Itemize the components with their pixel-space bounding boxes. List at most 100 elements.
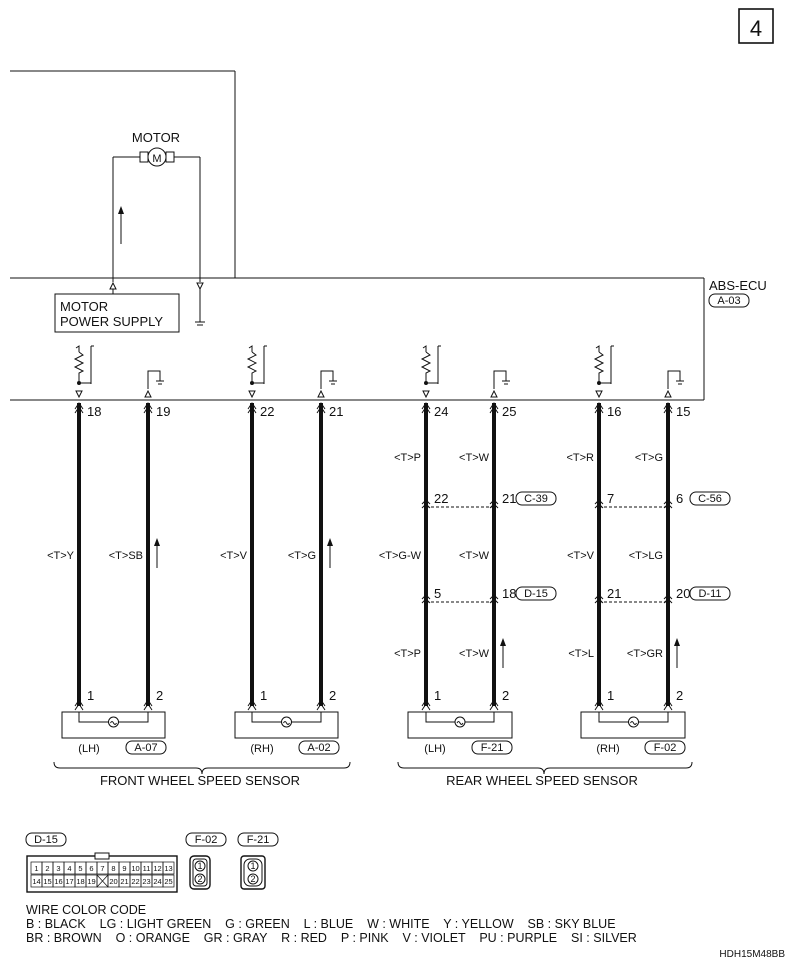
ecu-connector: A-03 — [717, 295, 740, 307]
junction-code: D-15 — [524, 588, 548, 600]
terminal-chevron-icon — [594, 402, 604, 414]
terminal-chevron-icon — [489, 402, 499, 414]
abs-ecu-box: ABS-ECU A-03 — [10, 277, 767, 401]
wire-color: <T>V — [567, 550, 595, 562]
d15-pin-label: 20 — [109, 877, 117, 886]
terminal-chevron-icon — [316, 699, 326, 711]
wire-color: <T>V — [220, 550, 248, 562]
d15-pin-label: 8 — [111, 864, 115, 873]
d15-pin-label: 16 — [54, 877, 62, 886]
wire-color: <T>G — [635, 452, 663, 464]
junction-code: C-56 — [698, 493, 722, 505]
sensor-wave-icon — [456, 721, 464, 725]
junction-pin: 21 — [607, 586, 621, 601]
f21-connector: 1 2 — [240, 855, 266, 890]
sensor-wave-icon — [283, 721, 290, 725]
terminal-icon — [317, 389, 325, 398]
d15-pin-label: 9 — [122, 864, 126, 873]
svg-text:1: 1 — [250, 861, 255, 871]
junction-code-box — [689, 586, 731, 601]
pullup-wire — [75, 345, 94, 384]
d15-pin-label: 15 — [43, 877, 51, 886]
terminal-icon — [144, 389, 152, 398]
d15-pin-label: 12 — [153, 864, 161, 873]
ground-icon — [493, 370, 510, 389]
wire-color: <T>GR — [627, 648, 663, 660]
sensor-connector-box — [125, 740, 167, 755]
sensor-pin: 2 — [676, 688, 683, 703]
junction-chevron-icon — [489, 499, 499, 509]
sensor-box — [61, 711, 166, 739]
d15-pin-label: 18 — [76, 877, 84, 886]
d15-pin-label: 14 — [32, 877, 40, 886]
motor-label: MOTOR — [132, 130, 180, 145]
junction-code-box — [515, 586, 557, 601]
wire-color: <T>SB — [109, 550, 143, 562]
current-arrow-icon — [118, 206, 124, 244]
wire-color-legend: WIRE COLOR CODE B : BLACK LG : LIGHT GRE… — [26, 903, 786, 945]
d15-pin-label: 13 — [164, 864, 172, 873]
wire-color: <T>Y — [47, 550, 75, 562]
front-group-label: FRONT WHEEL SPEED SENSOR — [100, 773, 300, 788]
sensor-side: (RH) — [596, 743, 619, 755]
d15-pin-label: 1 — [34, 864, 38, 873]
resistor-icon — [246, 351, 258, 382]
junction-code-box — [689, 491, 731, 506]
junction-pin: 22 — [434, 491, 448, 506]
page-number-box: 4 — [738, 8, 774, 44]
svg-text:1: 1 — [197, 861, 202, 871]
sensor-side: (RH) — [250, 743, 273, 755]
d15-pin-label: 4 — [67, 864, 71, 873]
terminal-icon — [75, 390, 83, 399]
sensor-pin: 2 — [329, 688, 336, 703]
current-arrow-icon — [154, 538, 160, 546]
terminal-chevron-icon — [143, 699, 153, 711]
supply-label-1: MOTOR — [60, 299, 108, 314]
d15-pin-label: 6 — [89, 864, 93, 873]
legend-line-1: B : BLACK LG : LIGHT GREEN G : GREEN L :… — [26, 917, 616, 931]
ecu-pin: 16 — [607, 404, 621, 419]
sensor-coil-icon — [281, 716, 292, 728]
d15-pin-label: 7 — [100, 864, 104, 873]
document-id: HDH15M48BB — [719, 949, 785, 960]
pullup-wire — [248, 345, 267, 384]
svg-text:2: 2 — [197, 874, 202, 884]
terminal-icon — [595, 390, 603, 399]
sensor-pin: 1 — [260, 688, 267, 703]
d15-pin-label: 5 — [78, 864, 82, 873]
terminal-chevron-icon — [316, 402, 326, 414]
sensor-box — [580, 711, 686, 739]
group-labels: FRONT WHEEL SPEED SENSOR REAR WHEEL SPEE… — [53, 761, 693, 788]
wire-color: <T>W — [459, 452, 490, 464]
terminal-icon — [490, 389, 498, 398]
d15-pin-label: 22 — [131, 877, 139, 886]
junction-chevron-icon — [421, 499, 431, 509]
junction-pin: 7 — [607, 491, 614, 506]
terminal-chevron-icon — [74, 699, 84, 711]
current-arrow-icon — [674, 638, 680, 646]
svg-text:2: 2 — [250, 874, 255, 884]
ground-icon — [667, 370, 684, 389]
sensor-side: (LH) — [78, 743, 99, 755]
wire-color: <T>G-W — [379, 550, 422, 562]
terminal-chevron-icon — [143, 402, 153, 414]
junction-chevron-icon — [663, 594, 673, 604]
d15-pin-label: 24 — [153, 877, 161, 886]
terminal-chevron-icon — [247, 402, 257, 414]
ecu-pin: 21 — [329, 404, 343, 419]
junction-code-box — [515, 491, 557, 506]
wire-color: <T>G — [288, 550, 316, 562]
legend-title: WIRE COLOR CODE — [26, 903, 147, 917]
d15-cavity — [162, 874, 175, 888]
pullup-wire — [422, 345, 441, 384]
wire-color: <T>W — [459, 648, 490, 660]
junction-chevron-icon — [663, 499, 673, 509]
f02-code: F-02 — [195, 834, 218, 846]
current-arrow-icon — [500, 638, 506, 646]
junction-pin: 18 — [502, 586, 516, 601]
terminal-icon — [664, 389, 672, 398]
rear-group-label: REAR WHEEL SPEED SENSOR — [446, 773, 638, 788]
